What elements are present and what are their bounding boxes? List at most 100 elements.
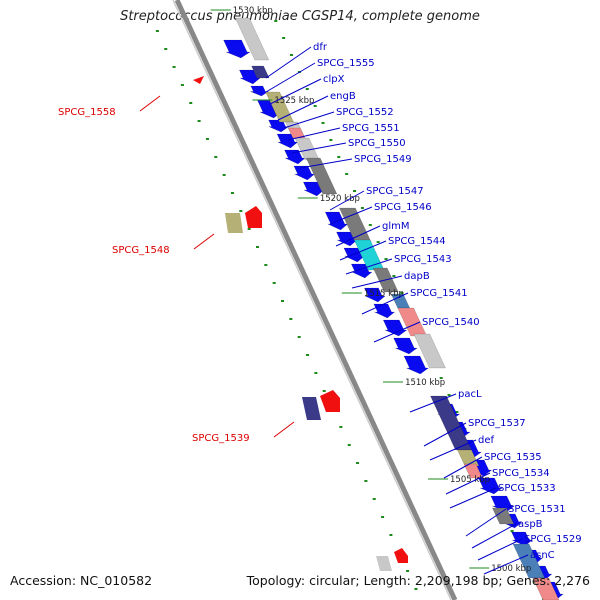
outer-tick <box>272 282 276 284</box>
outer-tick <box>205 138 209 140</box>
outer-tick <box>180 84 184 86</box>
outer-tick <box>247 228 251 230</box>
leader-line <box>471 523 517 549</box>
gene-label: SPCG_1546 <box>374 202 432 213</box>
leader-line <box>139 95 161 112</box>
leader-line <box>423 422 467 447</box>
leader-line <box>445 472 491 495</box>
reverse-strand-genes <box>234 17 560 600</box>
leader-line <box>443 456 483 479</box>
gene-label: SPCG_1541 <box>410 288 468 299</box>
leader-line <box>429 439 477 461</box>
outer-tick <box>389 534 393 536</box>
leader-line <box>373 321 421 343</box>
position-tick-label: 1525 kbp <box>274 96 314 106</box>
position-tick-label: 1520 kbp <box>320 194 360 204</box>
gene-label: dfr <box>313 42 328 53</box>
outer-tick <box>222 174 226 176</box>
outer-tick-track <box>155 30 418 590</box>
gene-label: def <box>478 435 495 446</box>
gene-label: SPCG_1534 <box>492 468 550 479</box>
gene-label: dapB <box>404 271 430 282</box>
gene-label: SPCG_1544 <box>388 236 446 247</box>
leader-line <box>283 111 335 129</box>
reverse-gene-block <box>305 157 338 195</box>
position-tick-label: 1505 kbp <box>450 475 490 485</box>
outer-tick <box>255 246 259 248</box>
forward-gene-arrow <box>364 287 386 303</box>
gene-label: SPCG_1529 <box>524 534 582 545</box>
gene-label: SPCG_1549 <box>354 154 412 165</box>
gene-label: SPCG_1548 <box>112 245 170 256</box>
gene-label: SPCG_1555 <box>317 58 375 69</box>
reverse-gene-block <box>234 17 270 61</box>
outer-gene-block <box>225 213 243 233</box>
outer-tick <box>406 570 410 572</box>
reverse-gene-block <box>251 65 270 79</box>
forward-gene-arrow <box>490 495 516 513</box>
forward-gene-arrow <box>373 303 396 319</box>
forward-gene-arrow <box>393 337 419 355</box>
leader-line <box>265 62 316 93</box>
inner-tick <box>345 173 349 175</box>
leader-line <box>273 421 295 438</box>
inner-tick <box>384 258 388 260</box>
forward-gene-arrow <box>239 69 261 85</box>
gene-labels-right: dfrSPCG_1555clpXengBSPCG_1552SPCG_1551SP… <box>265 42 582 575</box>
inner-tick <box>329 139 333 141</box>
leader-line <box>477 538 523 561</box>
outer-tick <box>155 30 159 32</box>
reverse-gene-block <box>413 333 446 369</box>
inner-tick <box>439 377 443 379</box>
position-tick-label: 1510 kbp <box>405 378 445 388</box>
forward-gene-arrow <box>403 355 430 375</box>
genome-backbone-shadow <box>172 0 452 600</box>
inner-tick <box>455 411 459 413</box>
forward-gene-arrow <box>293 165 316 181</box>
gene-label: SPCG_1540 <box>422 317 480 328</box>
gene-label: SPCG_1539 <box>192 433 250 444</box>
gene-label: SPCG_1552 <box>336 107 394 118</box>
leader-line <box>361 292 409 315</box>
outer-tick <box>189 102 193 104</box>
inner-tick <box>376 241 380 243</box>
genome-backbone <box>174 0 458 600</box>
gene-label: SPCG_1547 <box>366 186 424 197</box>
outer-tick <box>164 48 168 50</box>
inner-tick <box>305 88 309 90</box>
inner-tick <box>353 190 357 192</box>
gene-label: SPCG_1550 <box>348 138 406 149</box>
position-tick-label: 1500 kbp <box>491 564 531 574</box>
position-tick-label: 1530 kbp <box>233 6 273 16</box>
gene-label: SPCG_1543 <box>394 254 452 265</box>
leader-line <box>351 275 403 289</box>
gene-label: SPCG_1533 <box>498 483 556 494</box>
outer-tick <box>339 426 343 428</box>
gene-label: asnC <box>530 550 555 561</box>
inner-tick <box>360 207 364 209</box>
gene-label: aspB <box>518 519 543 530</box>
outer-tick <box>322 390 326 392</box>
leader-line <box>299 158 353 169</box>
inner-tick <box>337 156 341 158</box>
outer-gene-arrow <box>394 548 408 563</box>
leader-line <box>449 487 497 509</box>
accession-text: Accession: NC_010582 <box>10 573 153 588</box>
reverse-gene-block <box>532 577 560 600</box>
leader-line <box>287 127 341 141</box>
leader-line <box>277 95 329 121</box>
inner-tick <box>313 105 317 107</box>
outer-tick <box>297 336 301 338</box>
gene-label: SPCG_1535 <box>484 452 542 463</box>
outer-genes <box>193 76 408 571</box>
forward-gene-arrow <box>250 85 270 97</box>
outer-tick <box>364 480 368 482</box>
map-title: Streptococcus pneumoniae CGSP14, complet… <box>120 9 480 24</box>
gene-label: SPCG_1537 <box>468 418 526 429</box>
forward-gene-arrow <box>302 181 325 197</box>
outer-gene-block <box>376 556 392 571</box>
forward-gene-arrow <box>276 133 299 149</box>
